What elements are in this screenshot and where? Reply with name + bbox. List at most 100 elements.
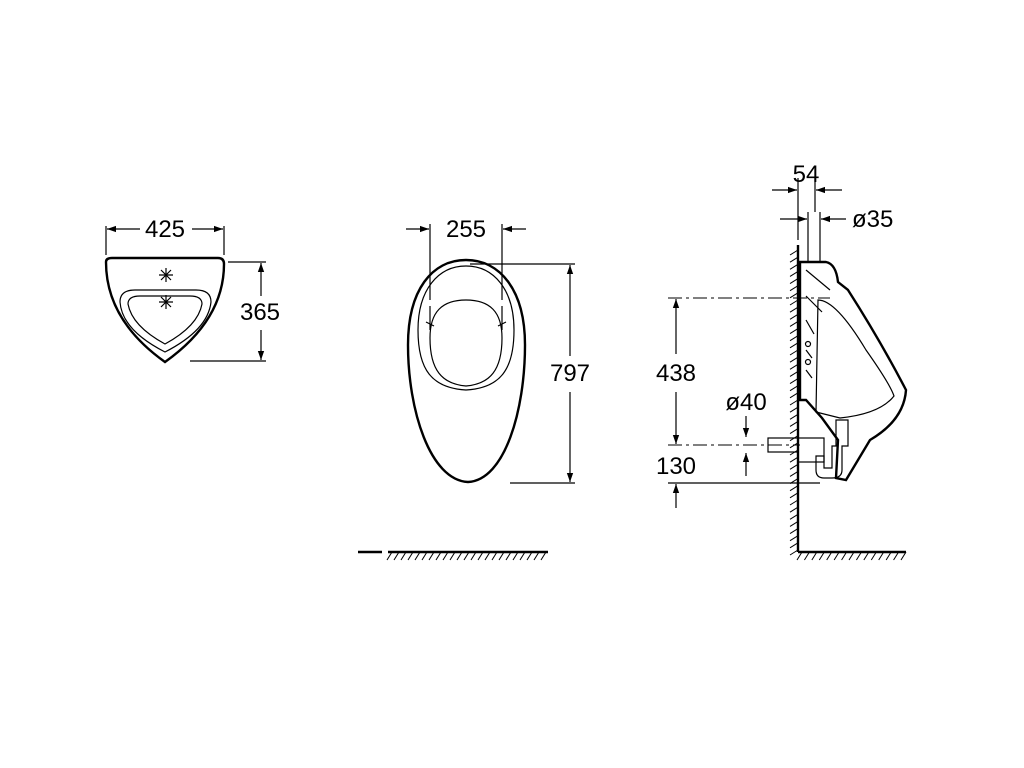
hatch-stroke — [512, 551, 519, 561]
hatch-stroke — [870, 551, 877, 561]
hatch-stroke — [435, 551, 442, 561]
floor-hatch-front — [386, 551, 547, 561]
hatch-stroke — [878, 551, 885, 561]
hatch-stroke — [789, 321, 799, 327]
hatch-stroke — [789, 506, 799, 513]
flush-spreader-icon — [159, 268, 173, 309]
wall-offset-label: 54 — [793, 161, 820, 188]
hatch-stroke — [789, 313, 799, 320]
hatch-stroke — [400, 551, 407, 561]
side-view-outline — [798, 260, 908, 482]
hatch-stroke — [526, 551, 533, 561]
hatch-stroke — [848, 551, 855, 561]
hatch-stroke — [414, 551, 421, 561]
hatch-stroke — [900, 551, 907, 561]
hatch-stroke — [789, 413, 799, 420]
hatch-stroke — [463, 551, 470, 561]
outlet-height-label: 130 — [656, 453, 696, 480]
front-view: 255 797 — [358, 216, 590, 561]
hatch-stroke — [386, 551, 393, 561]
hatch-stroke — [789, 249, 799, 256]
hatch-stroke — [533, 551, 540, 561]
hatch-stroke — [789, 428, 799, 434]
hatch-stroke — [789, 499, 799, 506]
hatch-stroke — [484, 551, 491, 561]
hatch-stroke — [893, 551, 899, 561]
hatch-stroke — [789, 306, 799, 313]
hatch-stroke — [789, 463, 799, 470]
top-width-label: 425 — [145, 216, 185, 243]
top-view-bowl-inner — [127, 295, 203, 345]
hatch-stroke — [811, 551, 818, 561]
hatch-stroke — [449, 551, 456, 561]
hatch-stroke — [804, 551, 810, 561]
hatch-stroke — [477, 551, 484, 561]
hatch-stroke — [498, 551, 505, 561]
hatch-stroke — [826, 551, 833, 561]
hatch-stroke — [789, 549, 799, 556]
hatch-stroke — [789, 421, 799, 427]
hatch-stroke — [789, 528, 799, 534]
hatch-stroke — [789, 342, 799, 349]
side-view: 54 ø35 438 ø40 130 — [656, 161, 908, 561]
front-height-label: 797 — [550, 360, 590, 387]
hatch-stroke — [796, 551, 803, 561]
hatch-stroke — [789, 513, 799, 520]
hatch-stroke — [393, 551, 400, 561]
hatch-stroke — [789, 485, 799, 492]
hatch-stroke — [789, 285, 799, 292]
front-view-fixing-marks — [425, 306, 507, 330]
hatch-stroke — [885, 551, 892, 561]
front-view-inner-rim — [417, 265, 515, 391]
hatch-stroke — [818, 551, 825, 561]
hatch-stroke — [856, 551, 862, 561]
hatch-stroke — [519, 551, 526, 561]
side-view-bowl — [815, 299, 895, 419]
hatch-stroke — [789, 263, 799, 270]
outlet-fitting — [797, 437, 825, 463]
hatch-stroke — [428, 551, 435, 561]
side-view-hole-1 — [804, 340, 812, 348]
hatch-stroke — [789, 349, 799, 356]
hatch-stroke — [789, 471, 799, 477]
hatch-stroke — [789, 378, 799, 384]
hatch-stroke — [789, 299, 799, 306]
hatch-stroke — [789, 292, 799, 299]
top-view-outline — [104, 256, 226, 364]
trap-siphon — [815, 419, 849, 479]
hatch-stroke — [789, 371, 799, 377]
top-view-bowl-opening — [119, 289, 212, 353]
inlet-diameter-label: ø35 — [852, 206, 893, 233]
hatch-stroke — [789, 363, 799, 370]
hatch-stroke — [505, 551, 512, 561]
hatch-stroke — [789, 328, 799, 334]
hatch-stroke — [789, 406, 799, 413]
wall-hatch — [789, 249, 799, 556]
hatch-stroke — [789, 456, 799, 463]
hatch-stroke — [789, 385, 799, 392]
hatch-stroke — [863, 551, 870, 561]
hatch-stroke — [833, 551, 840, 561]
hatch-stroke — [789, 392, 799, 399]
top-view: 425 365 — [104, 216, 280, 364]
hatch-stroke — [442, 551, 449, 561]
hatch-stroke — [789, 521, 799, 527]
hatch-stroke — [470, 551, 477, 561]
hatch-stroke — [789, 399, 799, 406]
hatch-stroke — [789, 335, 799, 342]
hatch-stroke — [421, 551, 428, 561]
hatch-stroke — [491, 551, 498, 561]
front-view-outline — [406, 258, 527, 484]
top-depth-label: 365 — [240, 299, 280, 326]
hatch-stroke — [789, 271, 799, 277]
hatch-stroke — [789, 256, 799, 263]
hatch-stroke — [540, 551, 547, 561]
hatch-stroke — [841, 551, 847, 561]
front-width-label: 255 — [446, 216, 486, 243]
hatch-stroke — [407, 551, 414, 561]
hatch-stroke — [789, 492, 799, 499]
outlet-diameter-label: ø40 — [725, 389, 766, 416]
hatch-stroke — [789, 542, 799, 549]
hatch-stroke — [456, 551, 463, 561]
